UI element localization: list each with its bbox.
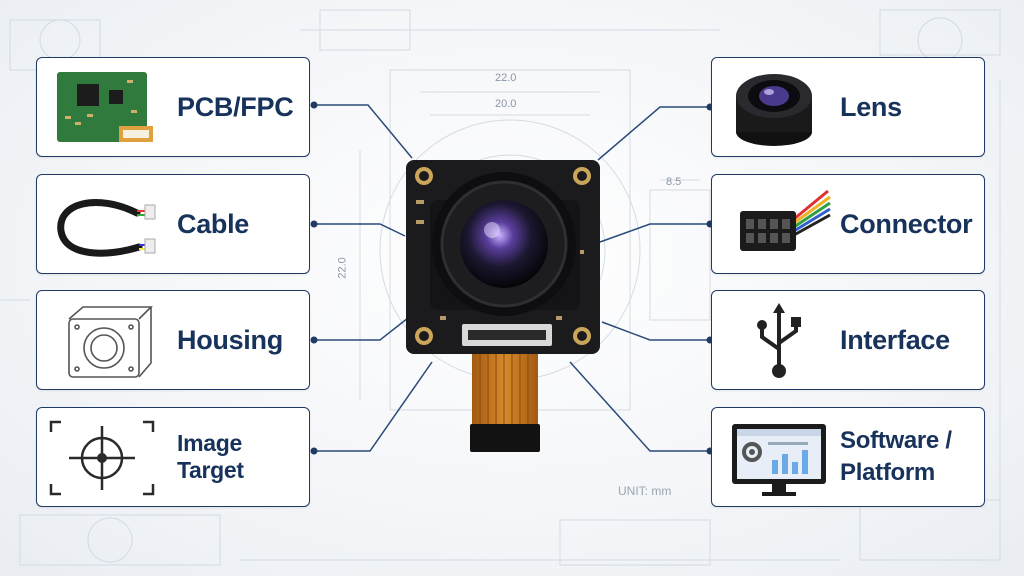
card-lens: Lens — [711, 57, 985, 157]
card-connector: Connector — [711, 174, 985, 274]
dimension-right: 8.5 — [666, 176, 682, 188]
monitor-dashboard-icon — [732, 424, 826, 496]
label-lens: Lens — [840, 91, 902, 122]
crosshair-target-icon — [49, 420, 155, 496]
camera-module — [406, 160, 600, 452]
connector-icon — [740, 189, 831, 251]
card-image-target: Image Target — [36, 407, 310, 507]
card-housing: Housing — [36, 290, 310, 390]
dimension-side: 22.0 — [336, 257, 349, 279]
label-image-target: Image Target — [177, 430, 244, 483]
card-interface: Interface — [711, 290, 985, 390]
label-software-platform: Software / Platform — [840, 408, 952, 506]
cable-icon — [57, 199, 156, 257]
label-interface: Interface — [840, 324, 950, 355]
label-software-line2: Platform — [840, 459, 935, 486]
usb-icon — [757, 303, 801, 378]
card-software-platform: Software / Platform — [711, 407, 985, 507]
pcb-board-icon — [57, 72, 153, 142]
card-cable: Cable — [36, 174, 310, 274]
label-connector: Connector — [840, 208, 973, 239]
dimension-top-outer: 22.0 — [495, 72, 517, 84]
housing-icon — [68, 306, 153, 378]
dimension-top-inner: 20.0 — [495, 98, 517, 110]
lens-icon — [736, 74, 812, 146]
label-housing: Housing — [177, 324, 283, 355]
label-cable: Cable — [177, 208, 250, 239]
card-pcb-fpc: PCB/FPC — [36, 57, 310, 157]
label-software-line1: Software / — [840, 427, 952, 454]
unit-note: UNIT: mm — [618, 484, 672, 498]
label-pcb-fpc: PCB/FPC — [177, 91, 294, 122]
